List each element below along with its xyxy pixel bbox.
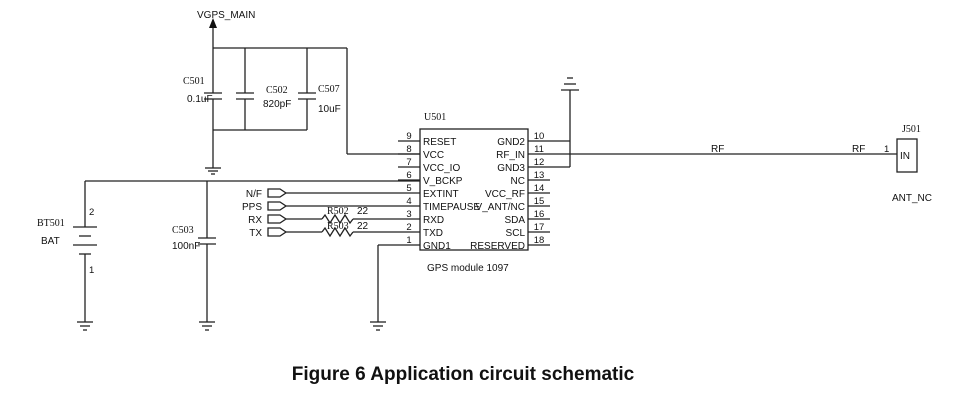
ground-icon bbox=[370, 321, 386, 331]
pin-num: 9 bbox=[406, 131, 411, 142]
pin-num: 6 bbox=[406, 170, 411, 181]
pin-name: RF_IN bbox=[496, 150, 525, 161]
c503-value: 100nF bbox=[172, 241, 200, 252]
rf-trace: RF RF bbox=[550, 144, 897, 155]
power-rail-vgps-main: VGPS_MAIN bbox=[197, 10, 420, 155]
pin-num: 5 bbox=[406, 183, 411, 194]
pin-num: 4 bbox=[406, 196, 411, 207]
c501-value: 0.1uF bbox=[187, 94, 213, 105]
power-rail-label: VGPS_MAIN bbox=[197, 10, 255, 21]
pin-name: RESET bbox=[423, 137, 456, 148]
decoupling-capacitors: C501 0.1uF C502 820pF C507 10uF bbox=[183, 48, 341, 175]
pin-num: 2 bbox=[406, 222, 411, 233]
battery-bt501: 2 1 BT501 BAT bbox=[37, 181, 97, 331]
r502-value: 22 bbox=[357, 206, 369, 217]
battery-pin-bottom: 1 bbox=[89, 265, 94, 276]
capacitor-c501: C501 0.1uF bbox=[183, 48, 222, 130]
pin-name: VCC_RF bbox=[485, 189, 525, 200]
module-body bbox=[419, 128, 529, 251]
pin-name: VCC bbox=[423, 150, 444, 161]
ground-icon bbox=[199, 321, 215, 331]
pin-num: 3 bbox=[406, 209, 411, 220]
pin-name: NC bbox=[511, 176, 525, 187]
connector-j501: 1 IN J501 ANT_NC bbox=[884, 124, 932, 204]
port-nf-label: N/F bbox=[246, 189, 262, 200]
c507-value: 10uF bbox=[318, 104, 341, 115]
ground-icon bbox=[205, 167, 221, 175]
r503-value: 22 bbox=[357, 221, 369, 232]
module-name: GPS module 1097 bbox=[427, 263, 509, 274]
resistor-r503 bbox=[321, 226, 354, 238]
pin-name: TIMEPAUSE bbox=[423, 202, 480, 213]
pin-num: 12 bbox=[534, 157, 545, 168]
capacitor-c503: C503 100nF bbox=[172, 181, 216, 331]
backup-supply: 2 1 BT501 BAT C503 100nF bbox=[37, 180, 420, 331]
figure-caption: Figure 6 Application circuit schematic bbox=[291, 364, 635, 385]
capacitor-c507: C507 10uF bbox=[298, 48, 341, 130]
resistor-r502 bbox=[321, 213, 354, 225]
port-tx: TX R503 22 bbox=[249, 221, 398, 239]
pin-name: SDA bbox=[504, 215, 525, 226]
pin-name: VCC_IO bbox=[423, 163, 460, 174]
c503-ref: C503 bbox=[172, 225, 194, 236]
port-rx-label: RX bbox=[248, 215, 262, 226]
pin-name: GND3 bbox=[497, 163, 525, 174]
port-nf: N/F bbox=[246, 188, 398, 200]
pin-name: RESERVED bbox=[470, 241, 525, 252]
port-pps-label: PPS bbox=[242, 202, 262, 213]
pin-name: V_BCKP bbox=[423, 176, 463, 187]
signal-ports: N/F PPS RX R502 22 TX R503 22 bbox=[242, 188, 398, 239]
j501-ref: J501 bbox=[902, 124, 921, 135]
pin-num: 1 bbox=[406, 235, 411, 246]
r503-ref: R503 bbox=[327, 221, 349, 232]
r502-ref: R502 bbox=[327, 206, 349, 217]
capacitor-c502: C502 820pF bbox=[236, 48, 291, 130]
battery-value: BAT bbox=[41, 236, 60, 247]
pin-num: 16 bbox=[534, 209, 545, 220]
j501-pin-num: 1 bbox=[884, 144, 889, 155]
ground-icon bbox=[561, 77, 579, 91]
battery-ref: BT501 bbox=[37, 218, 65, 229]
pin-num: 7 bbox=[406, 157, 411, 168]
pin-name: EXTINT bbox=[423, 189, 459, 200]
pin-name: RXD bbox=[423, 215, 444, 226]
pin-num: 15 bbox=[534, 196, 545, 207]
c507-ref: C507 bbox=[318, 84, 340, 95]
pin-num: 17 bbox=[534, 222, 545, 233]
power-arrow-icon bbox=[209, 18, 217, 28]
module-ref: U501 bbox=[424, 112, 446, 123]
pin-num: 13 bbox=[534, 170, 545, 181]
pin-num: 8 bbox=[406, 144, 411, 155]
c502-ref: C502 bbox=[266, 85, 288, 96]
j501-pin-name: IN bbox=[900, 151, 910, 162]
ground-icon bbox=[77, 321, 93, 331]
pin-name: TXD bbox=[423, 228, 443, 239]
pin-num: 11 bbox=[534, 144, 544, 155]
rf-net-label: RF bbox=[852, 144, 865, 155]
port-pps: PPS bbox=[242, 201, 398, 213]
pin-num: 10 bbox=[534, 131, 545, 142]
port-rx: RX R502 22 bbox=[248, 206, 398, 226]
j501-value: ANT_NC bbox=[892, 193, 932, 204]
c501-ref: C501 bbox=[183, 76, 205, 87]
battery-pin-top: 2 bbox=[89, 207, 94, 218]
pin-name: GND1 bbox=[423, 241, 451, 252]
pin-num: 14 bbox=[534, 183, 545, 194]
rf-net-label: RF bbox=[711, 144, 724, 155]
pin-num: 18 bbox=[534, 235, 545, 246]
c502-value: 820pF bbox=[263, 99, 291, 110]
pin-name: SCL bbox=[506, 228, 526, 239]
port-tx-label: TX bbox=[249, 228, 262, 239]
pin-name: GND2 bbox=[497, 137, 525, 148]
pin-name: V_ANT/NC bbox=[476, 202, 525, 213]
